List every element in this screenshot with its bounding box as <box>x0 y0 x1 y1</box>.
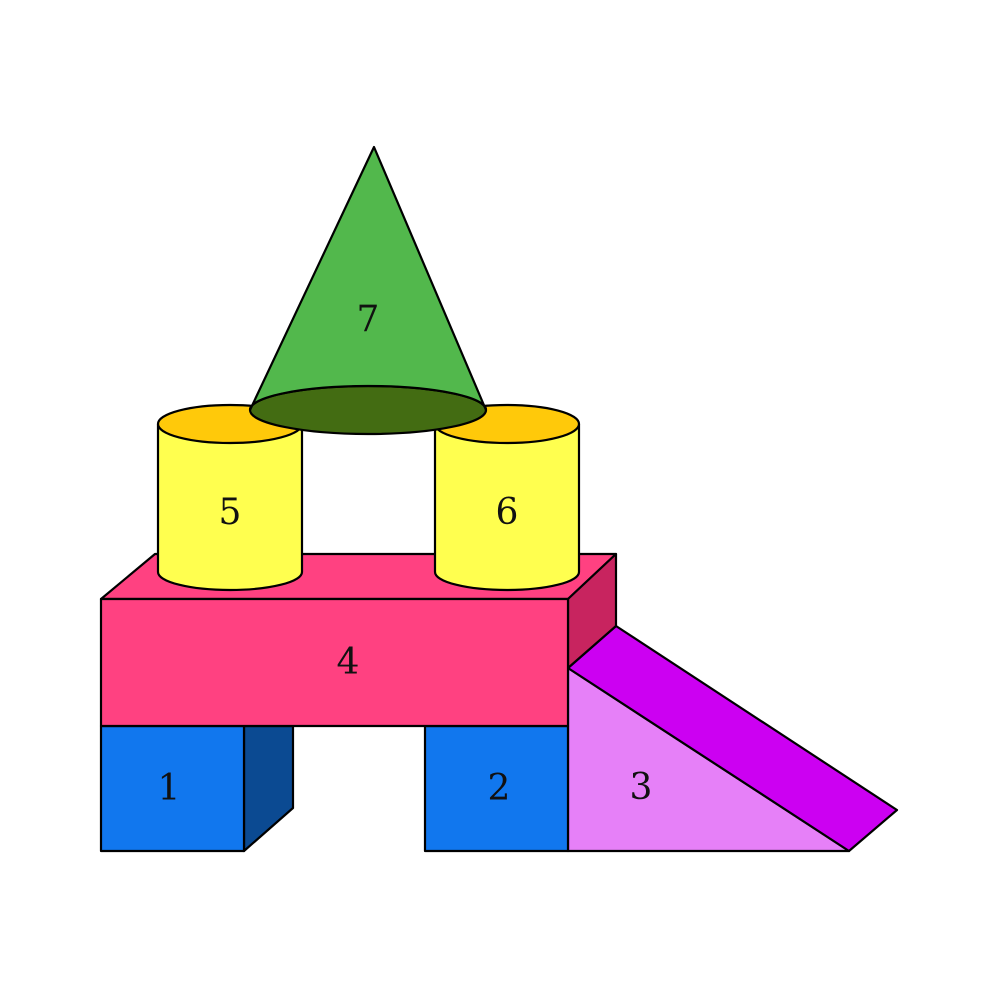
block-3-ramp: 3 <box>566 624 899 853</box>
block-5-cylinder: 5 <box>156 403 304 592</box>
cube-1-front-face <box>99 724 246 853</box>
cylinder-6-body <box>433 422 581 592</box>
block-7-label: 7 <box>357 299 380 340</box>
block-7-cone: 7 <box>248 145 488 436</box>
block-6-cylinder: 6 <box>433 403 581 592</box>
prism-front-face <box>99 597 570 728</box>
block-6-label: 6 <box>496 492 519 533</box>
block-3-label: 3 <box>630 767 653 808</box>
block-4-label: 4 <box>337 642 360 683</box>
cube-1-side-face <box>242 724 295 853</box>
block-1-cube: 1 <box>99 724 295 853</box>
cone-body <box>248 145 488 412</box>
cylinder-5-body <box>156 422 304 592</box>
block-2-cube: 2 <box>423 724 570 853</box>
block-2-label: 2 <box>488 768 511 809</box>
block-1-label: 1 <box>158 768 181 809</box>
block-5-label: 5 <box>219 492 242 533</box>
